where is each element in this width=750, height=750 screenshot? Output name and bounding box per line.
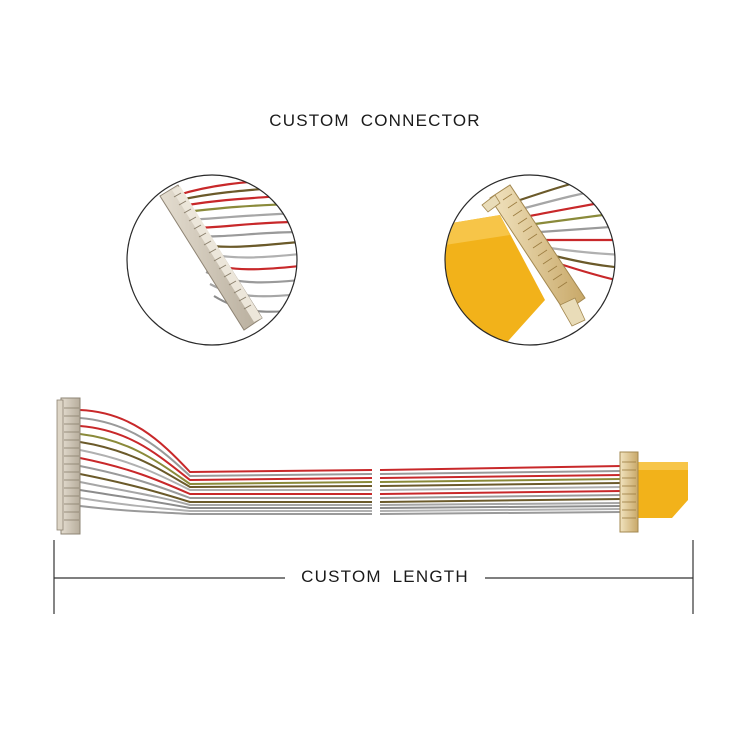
right-connector: [619, 451, 688, 533]
left-connector-inset: [126, 174, 298, 346]
cable-assembly: [56, 397, 688, 535]
length-dimension: [53, 540, 694, 614]
left-connector-housing: [159, 184, 263, 331]
length-label: CUSTOM LENGTH: [285, 567, 485, 587]
left-connector: [56, 397, 81, 535]
right-connector-inset: [444, 174, 616, 346]
right-connector-shell: [481, 184, 586, 327]
page-title: CUSTOM CONNECTOR: [269, 111, 481, 130]
